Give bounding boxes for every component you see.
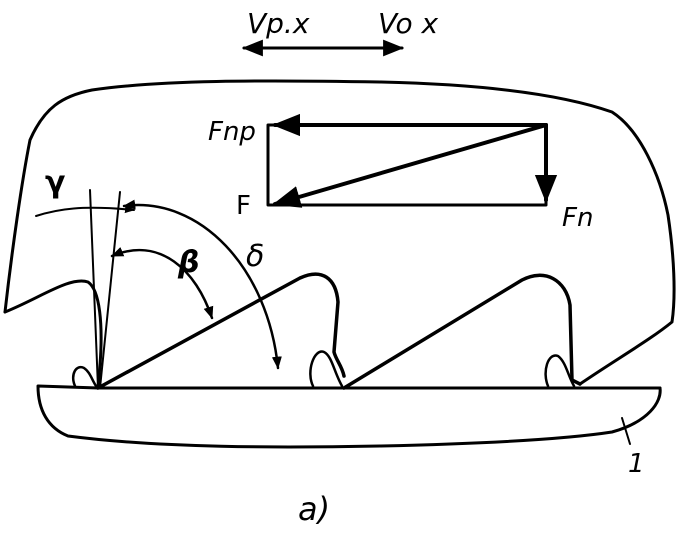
tooth-1 bbox=[96, 272, 346, 390]
delta-arc bbox=[122, 199, 282, 370]
force-n-label: Fn bbox=[562, 203, 593, 233]
beta-label: β bbox=[177, 245, 199, 280]
bump-right bbox=[544, 354, 576, 388]
part-number-label: 1 bbox=[628, 449, 645, 479]
force-np-label: Fnp bbox=[208, 117, 256, 147]
bump-left bbox=[71, 365, 98, 388]
force-f-arrow bbox=[272, 123, 548, 208]
caption-label: a) bbox=[298, 490, 330, 528]
delta-label: δ bbox=[246, 239, 264, 274]
upper-body-outline bbox=[3, 79, 676, 386]
part-leader bbox=[621, 417, 631, 445]
tooth-2 bbox=[342, 273, 582, 390]
rake-reference-line bbox=[99, 191, 121, 389]
gamma-label: γ bbox=[45, 165, 65, 200]
vertical-reference-line bbox=[89, 189, 99, 389]
velocity-ox-label: Vo x bbox=[378, 7, 439, 40]
force-f-label: F bbox=[236, 191, 251, 221]
bump-middle bbox=[309, 350, 344, 388]
gamma-arc bbox=[35, 205, 135, 217]
gullet-left bbox=[3, 279, 103, 390]
velocity-rx-label: Vp.x bbox=[247, 7, 310, 40]
base-outline bbox=[36, 384, 662, 449]
